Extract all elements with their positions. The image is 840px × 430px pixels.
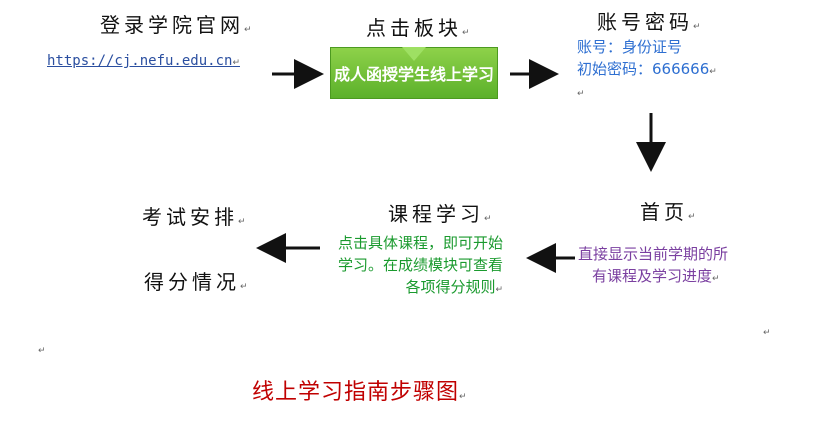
login-title: 登录学院官网↵	[100, 13, 256, 37]
account-title: 账号密码↵	[597, 10, 705, 34]
home-title: 首页↵	[640, 200, 700, 224]
course-title: 课程学习↵	[388, 202, 496, 226]
score-title: 得分情况↵	[144, 270, 252, 294]
exam-title: 考试安排↵	[142, 205, 250, 229]
account-line-1: 账号：身份证号	[577, 38, 683, 56]
course-line-2: 学习。在成绩模块可查看	[338, 256, 504, 274]
online-learning-button[interactable]: 成人函授学生线上学习	[330, 47, 498, 99]
account-line-2: 初始密码：666666↵	[577, 60, 717, 78]
diagram-caption: 线上学习指南步骤图↵	[252, 380, 468, 405]
paragraph-mark: ↵	[763, 328, 771, 338]
account-info: 账号：身份证号 初始密码：666666↵ ↵	[577, 38, 717, 99]
home-line-2: 有课程及学习进度↵	[592, 267, 720, 285]
home-line-1: 直接显示当前学期的所	[578, 245, 729, 263]
course-info: 点击具体课程，即可开始 学习。在成绩模块可查看 各项得分规则↵	[338, 232, 503, 301]
button-triangle-decoration	[402, 47, 426, 61]
online-learning-button-label: 成人函授学生线上学习	[333, 65, 494, 84]
course-line-1: 点击具体课程，即可开始	[338, 234, 504, 252]
home-info: 直接显示当前学期的所 有课程及学习进度↵	[578, 243, 728, 290]
login-url-link[interactable]: https://cj.nefu.edu.cn↵	[47, 53, 240, 69]
click-title: 点击板块↵	[366, 16, 474, 40]
paragraph-mark: ↵	[38, 346, 46, 356]
course-line-3: 各项得分规则↵	[405, 278, 504, 296]
